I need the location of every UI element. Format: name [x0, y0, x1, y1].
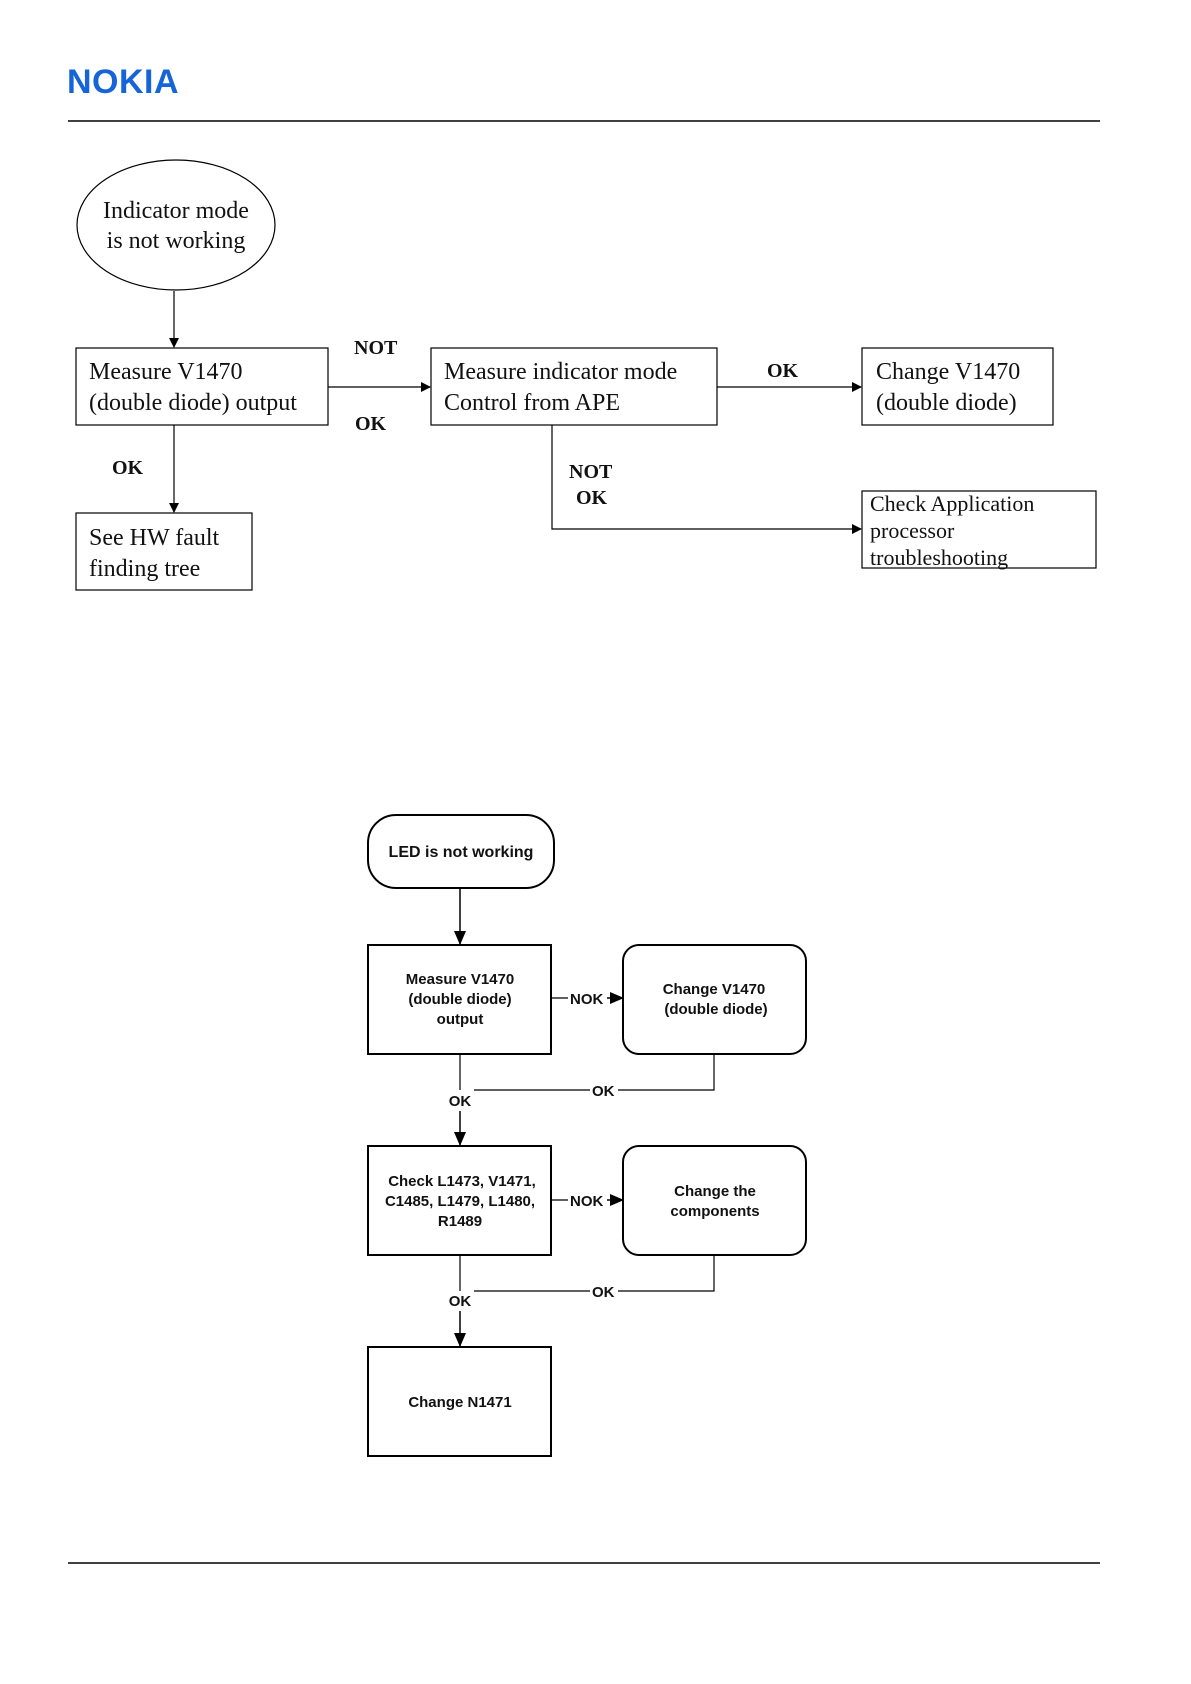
flow2-change-components-box — [622, 1145, 807, 1256]
flow2-diagram: LED is not working Measure V1470 (double… — [367, 814, 807, 1457]
flow1-measure-indicator-line2: Control from APE — [444, 390, 620, 416]
flow1-change-v1470-line2: (double diode) — [876, 390, 1017, 416]
flow1-measure-v1470-line1: Measure V1470 — [89, 359, 243, 385]
flow1-measure-indicator-line1: Measure indicator mode — [444, 359, 677, 385]
flow2-change-v1470-line2: (double diode) — [664, 1001, 767, 1018]
flow1-label-not-ok-2: OK — [576, 487, 608, 509]
flow2-start-box — [367, 814, 555, 889]
flow1-label-not: NOT — [354, 337, 398, 359]
flow2-ok-down1-label: OK — [449, 1093, 472, 1110]
flow1-label-ok-under: OK — [355, 413, 387, 435]
flow1-check-app-box — [861, 490, 1097, 569]
flow2-ok-return2-label: OK — [592, 1284, 615, 1301]
flow1-see-hw-box — [75, 512, 253, 591]
flow2-change-n1471-label: Change N1471 — [408, 1394, 511, 1411]
flow2-measure-line2: (double diode) — [408, 991, 511, 1008]
flow1-check-app-line1: Check Application — [870, 491, 1034, 516]
flow1-label-ok-right: OK — [767, 360, 799, 382]
flow1-start-line1: Indicator mode — [103, 198, 249, 224]
flow2-check-line1: Check L1473, V1471, — [388, 1173, 536, 1190]
flow2-change-n1471-box — [367, 1346, 552, 1457]
flow1-label-not-ok-1: NOT — [569, 461, 613, 483]
flow2-ok-return1-label: OK — [592, 1083, 615, 1100]
flow2-change-components-line1: Change the — [674, 1183, 756, 1200]
flow2-check-line3: R1489 — [438, 1213, 482, 1230]
flow2-measure-line3: output — [437, 1011, 484, 1028]
flow1-see-hw-line1: See HW fault — [89, 525, 220, 551]
flow2-change-v1470-box — [622, 944, 807, 1055]
flow1-see-hw-line2: finding tree — [89, 556, 200, 582]
flow1-arrow-indicator-checkapp — [551, 425, 862, 534]
flow1-diagram: Indicator mode is not working Measure V1… — [75, 159, 1097, 591]
nokia-logo: NOKIA — [67, 63, 179, 101]
flow2-measure-line1: Measure V1470 — [406, 971, 514, 988]
flow2-ok-down2-label: OK — [449, 1293, 472, 1310]
flow1-check-app-line3: troubleshooting — [870, 545, 1008, 570]
flow2-ok-return2-right — [618, 1255, 715, 1292]
flow1-start-ellipse — [76, 159, 276, 291]
flow1-change-v1470-box — [861, 347, 1054, 426]
flow2-start-label: LED is not working — [389, 844, 534, 861]
flow2-nok1-label: NOK — [570, 991, 604, 1008]
flow2-nok2-label: NOK — [570, 1193, 604, 1210]
flow2-ok-return1-right — [618, 1054, 715, 1091]
flow2-change-components-line2: components — [670, 1203, 759, 1220]
flow2-change-v1470-line1: Change V1470 — [663, 981, 766, 998]
flow1-measure-v1470-line2: (double diode) output — [89, 390, 297, 416]
flow2-check-line2: C1485, L1479, L1480, — [385, 1193, 535, 1210]
flow1-label-ok-down: OK — [112, 457, 144, 479]
flow1-check-app-line2: processor — [870, 518, 955, 543]
flow1-start-line2: is not working — [107, 228, 246, 254]
flow1-change-v1470-line1: Change V1470 — [876, 359, 1020, 385]
